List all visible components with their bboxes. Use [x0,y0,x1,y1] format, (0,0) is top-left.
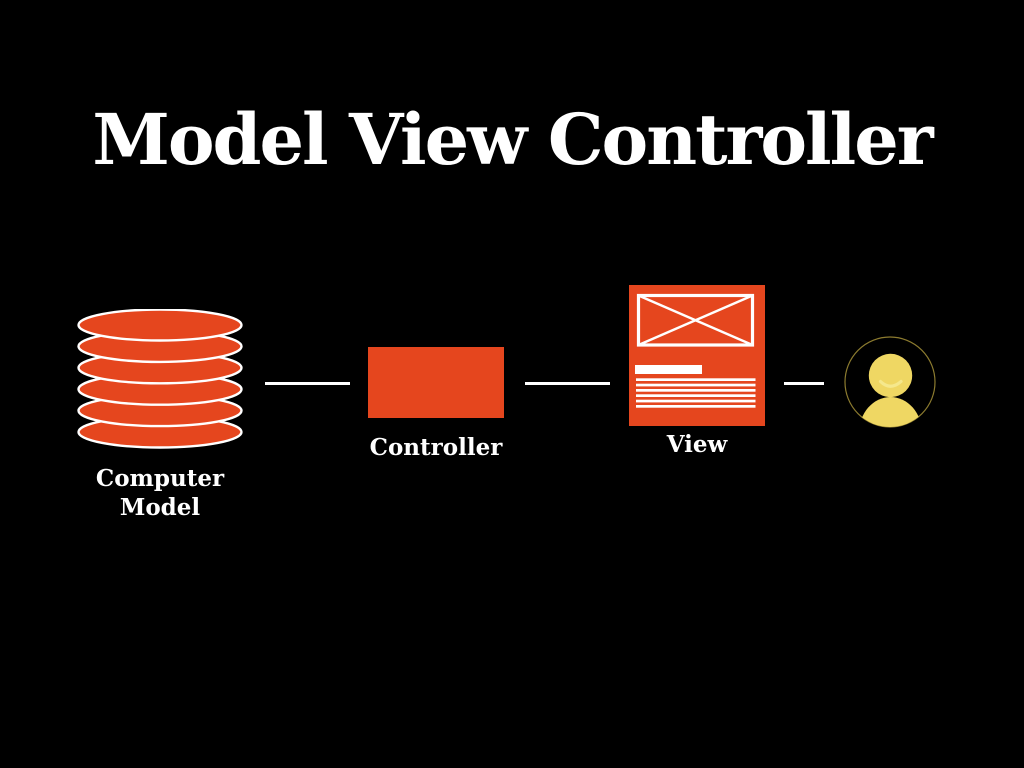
controller-shape [368,347,504,418]
connector-view-user [784,382,824,385]
connector-controller-view [525,382,610,385]
user-avatar-icon [844,336,936,428]
database-icon [77,309,243,449]
computer-model-label: Computer Model [95,465,225,521]
page-title: Model View Controller [92,97,933,181]
webpage-icon [629,285,765,426]
connector-model-controller [265,382,350,385]
view-label: View [666,431,728,458]
controller-label: Controller [369,434,503,461]
